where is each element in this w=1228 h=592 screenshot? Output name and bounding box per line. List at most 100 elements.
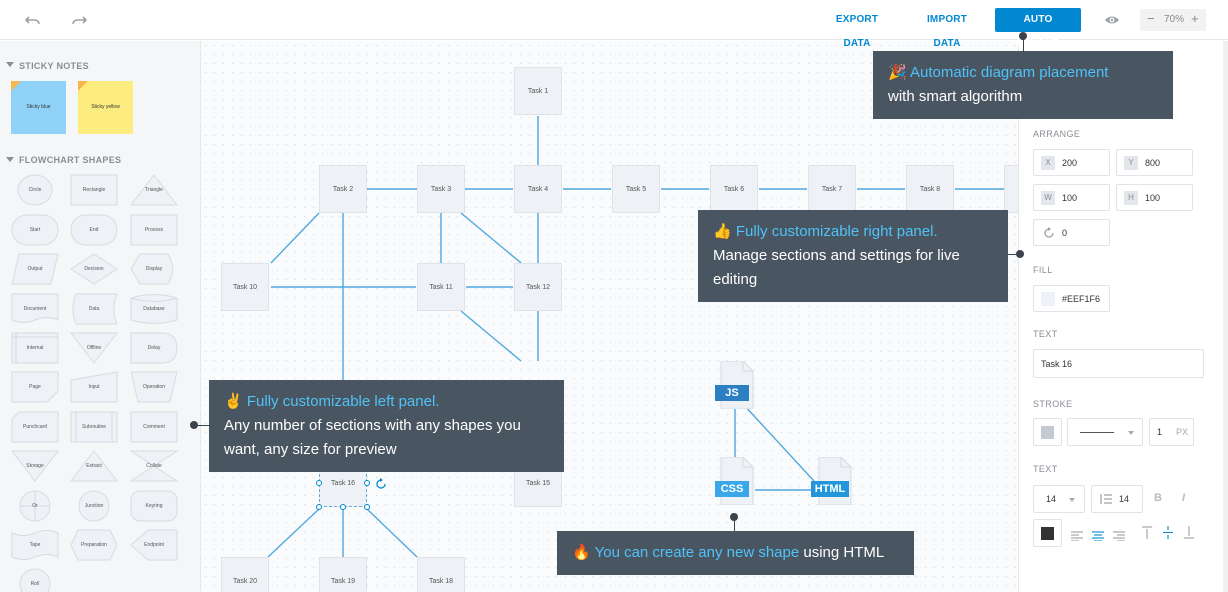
stroke-style-select[interactable]: [1067, 418, 1143, 446]
zoom-out-button[interactable]: −: [1147, 11, 1155, 26]
diagram-canvas[interactable]: Task 1 Task 2 Task 3 Task 4 Task 5 Task …: [201, 41, 1018, 592]
shape-database[interactable]: Database: [130, 293, 178, 325]
file-css[interactable]: CSS: [715, 456, 755, 506]
zoom-in-button[interactable]: +: [1191, 11, 1199, 26]
shape-delay[interactable]: Delay: [130, 332, 178, 364]
node-task-8[interactable]: Task 8: [906, 165, 954, 213]
file-js[interactable]: JS: [715, 360, 755, 410]
rotate-icon: [1042, 226, 1056, 242]
shape-preparation[interactable]: Preparation: [70, 529, 118, 561]
shape-keyring[interactable]: Keyring: [130, 490, 178, 522]
arrange-title: ARRANGE: [1033, 129, 1081, 139]
italic-button[interactable]: I: [1182, 492, 1186, 504]
font-size-select[interactable]: 14: [1033, 485, 1085, 513]
export-data-button[interactable]: EXPORT DATA: [835, 14, 879, 49]
shape-rectangle[interactable]: Rectangle: [70, 174, 118, 206]
shape-storage[interactable]: Storage: [11, 450, 59, 482]
resize-handle[interactable]: [316, 504, 322, 510]
node-task-1[interactable]: Task 1: [514, 67, 562, 115]
sticky-yellow[interactable]: Sticky yellow: [78, 81, 133, 134]
caret-down-icon[interactable]: [6, 157, 14, 162]
shape-circle[interactable]: Circle: [11, 174, 59, 206]
shape-output[interactable]: Output: [11, 253, 59, 285]
shape-display[interactable]: Display: [130, 253, 178, 285]
text-input[interactable]: Task 16: [1033, 349, 1204, 378]
align-right-icon[interactable]: [1113, 528, 1125, 546]
text-color-swatch: [1041, 527, 1054, 540]
align-left-icon[interactable]: [1071, 528, 1083, 546]
stroke-swatch: [1041, 426, 1054, 439]
undo-icon[interactable]: [23, 10, 43, 30]
rotation-input[interactable]: 0: [1033, 219, 1110, 246]
shape-start[interactable]: Start: [11, 214, 59, 246]
caret-down-icon[interactable]: [6, 62, 14, 67]
tooltip-bottom-connector: [734, 519, 735, 531]
node-partial[interactable]: [1004, 165, 1018, 213]
shape-document[interactable]: Document: [11, 293, 59, 325]
connector-lines: [267, 116, 1004, 558]
stroke-color-input[interactable]: [1033, 418, 1062, 446]
shape-internal[interactable]: Internal: [11, 332, 59, 364]
shape-page[interactable]: Page: [11, 371, 59, 403]
sticky-blue[interactable]: Sticky blue: [11, 81, 66, 134]
shape-offline[interactable]: Offline: [70, 332, 118, 364]
sticky-notes-title[interactable]: STICKY NOTES: [19, 61, 89, 71]
shape-decision[interactable]: Decision: [70, 253, 118, 285]
shape-endpoint[interactable]: Endpoint: [130, 529, 178, 561]
align-center-icon[interactable]: [1092, 528, 1104, 546]
bold-button[interactable]: B: [1154, 492, 1162, 504]
node-task-18[interactable]: Task 18: [417, 557, 465, 592]
node-task-12[interactable]: Task 12: [514, 263, 562, 311]
eye-icon[interactable]: [1102, 10, 1122, 30]
flowchart-shapes-title[interactable]: FLOWCHART SHAPES: [19, 155, 122, 165]
shape-comment[interactable]: Comment: [130, 411, 178, 443]
right-panel-scrollbar[interactable]: [1223, 41, 1228, 592]
resize-handle[interactable]: [364, 504, 370, 510]
resize-handle[interactable]: [316, 480, 322, 486]
node-task-2[interactable]: Task 2: [319, 165, 367, 213]
resize-handle[interactable]: [364, 480, 370, 486]
node-task-4[interactable]: Task 4: [514, 165, 562, 213]
node-task-11[interactable]: Task 11: [417, 263, 465, 311]
shape-input[interactable]: Input: [70, 371, 118, 403]
shape-punchcard[interactable]: Punchcard: [11, 411, 59, 443]
shape-data[interactable]: Data: [70, 293, 118, 325]
shape-or[interactable]: Or: [11, 490, 59, 522]
import-data-button[interactable]: IMPORT DATA: [926, 14, 968, 49]
shape-extract[interactable]: Extract: [70, 450, 118, 482]
shape-end[interactable]: End: [70, 214, 118, 246]
shape-collate[interactable]: Collate: [130, 450, 178, 482]
stroke-width-input[interactable]: 1 PX: [1149, 418, 1194, 446]
shape-roll[interactable]: Roll: [11, 568, 59, 592]
shape-junction[interactable]: Junction: [70, 490, 118, 522]
node-task-3[interactable]: Task 3: [417, 165, 465, 213]
shape-tape[interactable]: Tape: [11, 529, 59, 561]
shape-operation[interactable]: Operation: [130, 371, 178, 403]
rotate-icon[interactable]: [375, 477, 387, 489]
valign-middle-icon[interactable]: [1163, 526, 1173, 544]
node-task-6[interactable]: Task 6: [710, 165, 758, 213]
resize-handle[interactable]: [340, 504, 346, 510]
valign-bottom-icon[interactable]: [1184, 526, 1194, 544]
fill-swatch: [1041, 292, 1055, 306]
node-task-5[interactable]: Task 5: [612, 165, 660, 213]
file-html[interactable]: HTML: [811, 456, 853, 506]
node-task-19[interactable]: Task 19: [319, 557, 367, 592]
node-task-10[interactable]: Task 10: [221, 263, 269, 311]
auto-layout-button[interactable]: AUTO LAYOUT: [995, 8, 1081, 49]
shape-triangle[interactable]: Triangle: [130, 174, 178, 206]
text-color-input[interactable]: [1033, 519, 1062, 547]
line-height-input[interactable]: 14: [1091, 485, 1143, 513]
node-task-20[interactable]: Task 20: [221, 557, 269, 592]
shape-subroutine[interactable]: Subroutine: [70, 411, 118, 443]
redo-icon[interactable]: [69, 10, 89, 30]
fill-color-input[interactable]: #EEF1F6: [1033, 285, 1110, 312]
shape-process[interactable]: Process: [130, 214, 178, 246]
tooltip-top-dot: [1019, 32, 1027, 40]
valign-top-icon[interactable]: [1142, 526, 1152, 544]
node-task-7[interactable]: Task 7: [808, 165, 856, 213]
